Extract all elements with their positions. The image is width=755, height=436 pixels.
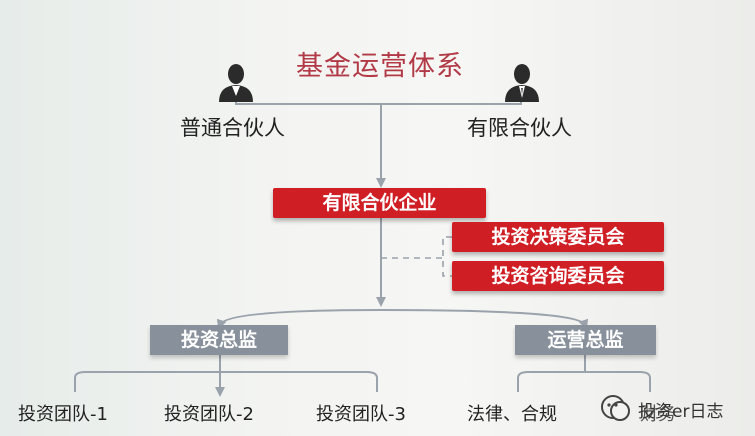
enterprise-box: 有限合伙企业 [273,188,486,218]
legal-compliance-team: 法律、合规 [467,404,557,425]
limited-partner-label: 有限合伙人 [467,116,572,140]
watermark: 投资er日志 [600,392,750,428]
teams-bracket [74,371,378,392]
investment-decision-committee-box: 投资决策委员会 [452,222,664,252]
branch-left [216,309,382,330]
investment-advisory-committee-box: 投资咨询委员会 [452,261,664,291]
ops-bracket [517,371,651,392]
partners-bracket [235,100,522,105]
investment-director-box: 投资总监 [150,325,288,355]
operations-director-box: 运营总监 [515,325,656,355]
person-icon [216,62,256,106]
dashed-committee-bracket [442,236,452,277]
investment-team-1: 投资团队-1 [18,404,108,425]
general-partner-label: 普通合伙人 [180,116,285,140]
person-icon [502,62,542,106]
wechat-icon [600,394,632,428]
investment-team-3: 投资团队-3 [316,404,406,425]
watermark-text: 投资er日志 [638,402,724,422]
branch-right [380,309,589,330]
investment-team-2: 投资团队-2 [164,404,254,425]
finance-team: 财务 [640,404,676,425]
diagram-title: 基金运营体系 [296,51,464,82]
